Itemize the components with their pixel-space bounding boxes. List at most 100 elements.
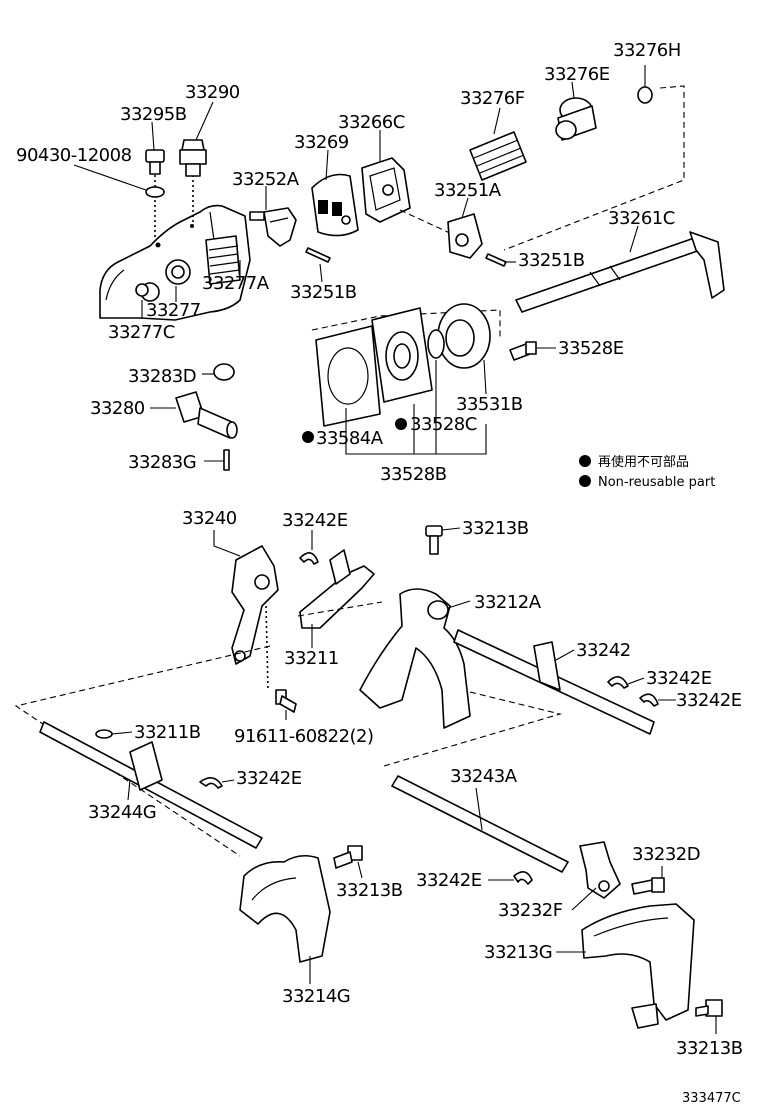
plug-33277-drawing: [165, 259, 191, 285]
label-33277c: 33277C: [108, 322, 175, 343]
label-33276f: 33276F: [460, 88, 525, 109]
label-33295b: 33295B: [120, 104, 187, 125]
label-33214g: 33214G: [282, 986, 350, 1007]
label-33242: 33242: [576, 640, 631, 661]
guide-dashed-lower-left: [14, 645, 271, 857]
label-33266c: 33266C: [338, 112, 405, 133]
pin-33211b-drawing: [95, 729, 113, 739]
fork-33212a-drawing: [359, 588, 471, 729]
cup-33276e-drawing: [555, 97, 597, 141]
label-33232d: 33232D: [632, 844, 700, 865]
cover-33269-drawing: [311, 173, 359, 237]
legend-english: Non-reusable part: [598, 475, 715, 490]
clip-33242e-d-drawing: [199, 777, 223, 789]
nonreusable-dot-33584a: [302, 431, 314, 443]
bracket-33240-drawing: [231, 545, 279, 665]
clip-33251a-drawing: [447, 213, 483, 259]
label-33283d: 33283D: [128, 366, 196, 387]
label-33528e: 33528E: [558, 338, 624, 359]
guide-dashed-right: [503, 85, 685, 251]
housing-33528c-drawing: [371, 307, 433, 403]
clip-33242e-a-drawing: [299, 552, 319, 565]
label-91611-60822: 91611-60822(2): [234, 726, 374, 747]
spring-33277a-drawing: [205, 235, 241, 285]
label-33213b-lower: 33213B: [676, 1038, 743, 1059]
spring-33276f-drawing: [469, 131, 527, 181]
label-33242e-left: 33242E: [236, 768, 302, 789]
nonreusable-dot-33528c: [395, 418, 407, 430]
switch-33290-drawing: [179, 139, 207, 177]
label-33242e-right-2: 33242E: [676, 690, 742, 711]
seal-33531b-drawing: [427, 303, 491, 369]
shaft-33242-drawing: [453, 629, 655, 735]
bolt-91611-drawing: [275, 689, 297, 713]
figure-id: 333477C: [682, 1091, 741, 1106]
clip-33242e-c-drawing: [639, 693, 659, 707]
label-33584a: 33584A: [316, 428, 384, 449]
label-33251b-left: 33251B: [290, 282, 357, 303]
label-33280: 33280: [90, 398, 145, 419]
fork-33213g-drawing: [581, 903, 695, 1029]
label-33244g: 33244G: [88, 802, 156, 823]
pin-33283g-drawing: [223, 449, 230, 471]
label-33213b-mid: 33213B: [336, 880, 403, 901]
label-33212a: 33212A: [474, 592, 542, 613]
shaft-33243a-drawing: [391, 775, 569, 873]
label-90430-12008: 90430-12008: [16, 145, 132, 166]
lever-33211-drawing: [299, 549, 375, 629]
guide-dashed-mid: [399, 209, 453, 235]
label-33211b: 33211B: [134, 722, 201, 743]
fork-33214g-drawing: [239, 854, 331, 963]
bracket-33232f-drawing: [579, 841, 621, 899]
gasket-33584a-drawing: [315, 325, 381, 427]
legend-dot-en: [579, 475, 591, 487]
label-33269: 33269: [294, 132, 349, 153]
ring-33277c-drawing: [135, 283, 149, 297]
label-33290: 33290: [185, 82, 240, 103]
label-33528b: 33528B: [380, 464, 447, 485]
label-33252a: 33252A: [232, 169, 300, 190]
guide-dashed-lower-mid: [297, 601, 383, 617]
guide-dashed-plate: [311, 309, 501, 340]
plug-33283d-drawing: [213, 363, 235, 381]
guide-dotted-3: [265, 605, 269, 691]
label-33242e-mid: 33242E: [416, 870, 482, 891]
label-33213g: 33213G: [484, 942, 552, 963]
label-33283g: 33283G: [128, 452, 196, 473]
ring-33276h-drawing: [637, 86, 653, 104]
label-33242e-upper: 33242E: [282, 510, 348, 531]
washer-drawing: [145, 186, 165, 198]
leader-lines: [73, 65, 717, 1034]
pin-33251b-left-drawing: [305, 247, 331, 263]
label-33276h: 33276H: [613, 40, 681, 61]
label-33277: 33277: [146, 300, 201, 321]
legend-japanese: 再使用不可部品: [598, 454, 689, 470]
bolt-33213b-b-drawing: [333, 845, 363, 869]
clip-33242e-b-drawing: [607, 676, 629, 689]
label-33531b: 33531B: [456, 394, 523, 415]
label-33213b-upper: 33213B: [462, 518, 529, 539]
bolt-33528e-drawing: [509, 341, 537, 361]
shaft-33280-drawing: [175, 391, 238, 439]
label-33242e-right-1: 33242E: [646, 668, 712, 689]
label-33211: 33211: [284, 648, 339, 669]
guide-dashed-lower-right: [383, 691, 563, 767]
legend-dot-jp: [579, 455, 591, 467]
clip-33242e-e-drawing: [513, 871, 533, 885]
bolt-33213b-c-drawing: [695, 999, 723, 1017]
bolt-33213b-a-drawing: [425, 525, 443, 555]
lever-33252a-drawing: [249, 207, 297, 247]
shaft-33261c-drawing: [515, 231, 725, 313]
shaft-33244g-drawing: [39, 721, 263, 849]
block-33266c-drawing: [361, 157, 411, 223]
label-33528c: 33528C: [410, 414, 477, 435]
label-33261c: 33261C: [608, 208, 675, 229]
label-33240: 33240: [182, 508, 237, 529]
label-33243a: 33243A: [450, 766, 518, 787]
label-33251b-right: 33251B: [518, 250, 585, 271]
plug-33295b-drawing: [145, 149, 165, 175]
bolt-33232d-drawing: [631, 877, 665, 895]
label-33277a: 33277A: [202, 273, 270, 294]
